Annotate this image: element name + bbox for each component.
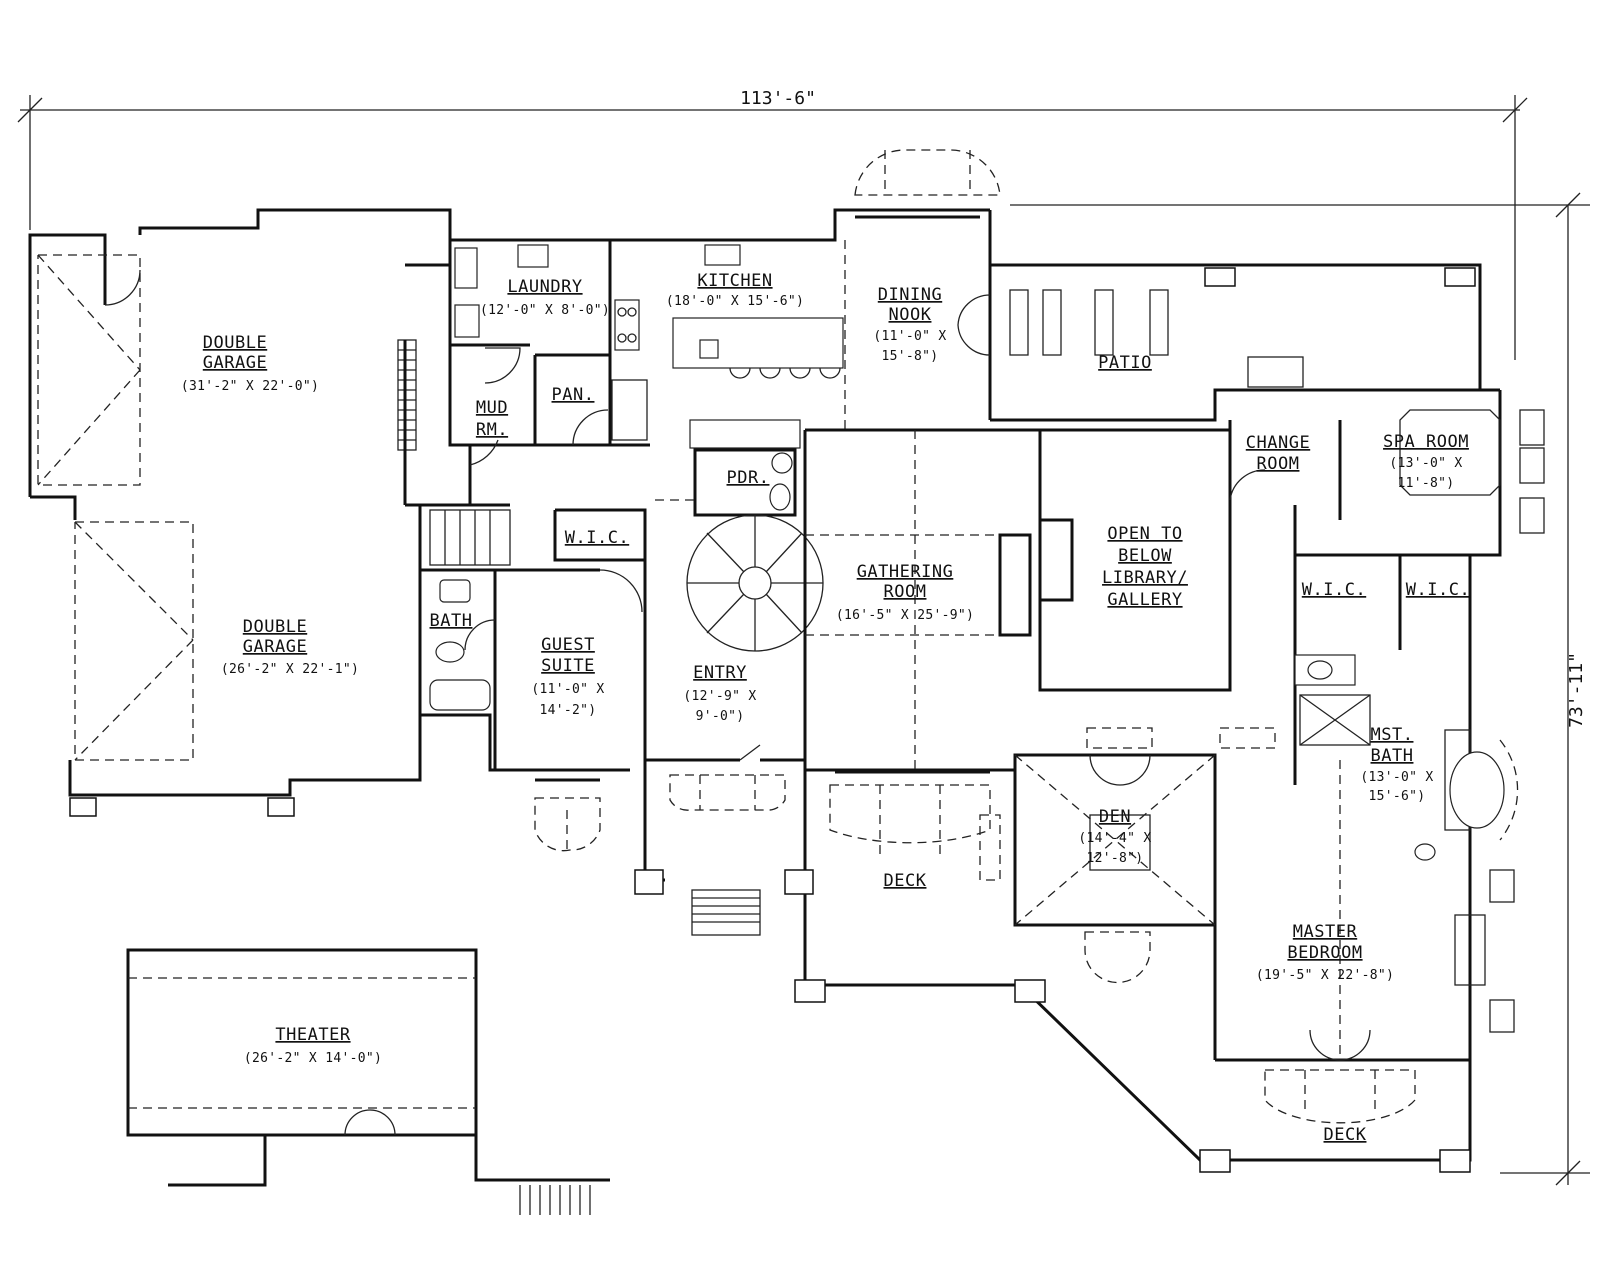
open-to-below-label-4: GALLERY: [1107, 590, 1182, 610]
open-to-below-label: OPEN TO: [1107, 524, 1182, 544]
guest-suite-walls: [495, 508, 647, 782]
entry-size-2: 9'-0"): [696, 709, 745, 724]
patio: [990, 263, 1500, 422]
garage-stairs: [397, 339, 510, 507]
pantry-label: PAN.: [552, 385, 595, 405]
bath-walls: [418, 505, 630, 772]
kitchen-label: KITCHEN: [697, 271, 772, 291]
dining-nook-walls: [854, 149, 1001, 420]
garage-2-label: DOUBLE: [243, 617, 307, 637]
garage-1-label: DOUBLE: [203, 333, 267, 353]
overall-depth-label: 73'-11": [1566, 652, 1587, 728]
entry-label: ENTRY: [693, 663, 747, 683]
den-size-2: 12'-8"): [1087, 851, 1144, 866]
gathering-room-label: GATHERING: [857, 562, 954, 582]
powder-room: [693, 448, 797, 517]
dining-nook-size: (11'-0" X: [873, 329, 946, 344]
theater-label: THEATER: [275, 1025, 350, 1045]
garage-walls: [28, 208, 452, 797]
front-deck: [634, 770, 1472, 1173]
powder-label: PDR.: [727, 468, 770, 488]
open-to-below-label-3: LIBRARY/: [1102, 568, 1188, 588]
wic-master-1-label: W.I.C.: [1302, 580, 1366, 600]
service-walls: [448, 238, 612, 505]
master-suite-walls: [1213, 555, 1519, 1062]
theater-size: (26'-2" X 14'-0"): [244, 1051, 382, 1066]
spa-room-size: (13'-0" X: [1389, 456, 1462, 471]
master-bedroom-label: MASTER: [1293, 922, 1358, 942]
kitchen-size: (18'-0" X 15'-6"): [666, 294, 804, 309]
garage-door-1: [37, 254, 141, 486]
guest-suite-label-2: SUITE: [541, 656, 595, 676]
laundry-size: (12'-0" X 8'-0"): [480, 303, 610, 318]
theater-walls: [126, 948, 610, 1215]
front-bay: [534, 774, 786, 852]
spa-room-label: SPA ROOM: [1383, 432, 1469, 452]
garage-1-size: (31'-2" X 22'-0"): [181, 379, 319, 394]
dining-nook-size-2: 15'-8"): [882, 349, 939, 364]
patio-label: PATIO: [1098, 353, 1152, 373]
overall-width-label: 113'-6": [740, 88, 816, 109]
guest-suite-size-2: 14'-2"): [540, 703, 597, 718]
mud-room-label: MUD: [476, 398, 508, 418]
spiral-stair: [686, 514, 824, 652]
deck-front-label: DECK: [884, 871, 927, 891]
master-bedroom-label-2: BEDROOM: [1287, 943, 1362, 963]
guest-suite-size: (11'-0" X: [531, 682, 604, 697]
deck-master-label: DECK: [1324, 1125, 1367, 1145]
entry-walls: [645, 430, 807, 770]
change-room-label-2: ROOM: [1257, 454, 1300, 474]
den-size: (14'-4" X: [1078, 831, 1151, 846]
open-to-below-label-2: BELOW: [1118, 546, 1172, 566]
master-bath-label-2: BATH: [1371, 746, 1414, 766]
spa-room-size-2: 11'-8"): [1398, 476, 1455, 491]
mud-room-label-2: RM.: [476, 420, 508, 440]
den-walls: [979, 727, 1276, 984]
change-room-label: CHANGE: [1246, 433, 1310, 453]
master-bath-label: MST.: [1371, 725, 1414, 745]
laundry-label: LAUNDRY: [507, 277, 582, 297]
garage-2-label-2: GARAGE: [243, 637, 307, 657]
den-label: DEN: [1099, 807, 1131, 827]
gathering-room-label-2: ROOM: [884, 582, 927, 602]
gathering-room-size: (16'-5" X 25'-9"): [836, 608, 974, 623]
master-bath-size-2: 15'-6"): [1369, 789, 1426, 804]
garage-piers: [69, 797, 295, 817]
bath-label: BATH: [430, 611, 473, 631]
master-bath-size: (13'-0" X: [1360, 770, 1433, 785]
entry-size: (12'-9" X: [683, 689, 756, 704]
garage-2-size: (26'-2" X 22'-1"): [221, 662, 359, 677]
dimension-lines: [17, 95, 1590, 1186]
guest-suite-label: GUEST: [541, 635, 595, 655]
gathering-room-walls: [805, 428, 1040, 855]
wic-master-2-label: W.I.C.: [1406, 580, 1470, 600]
open-to-below-walls: [1010, 428, 1232, 692]
garage-door-2: [74, 521, 194, 761]
dining-nook-label: DINING: [878, 285, 942, 305]
wic-guest-label: W.I.C.: [565, 528, 629, 548]
garage-1-label-2: GARAGE: [203, 353, 267, 373]
change-spa-walls: [1228, 390, 1545, 557]
dining-nook-label-2: NOOK: [889, 305, 932, 325]
master-bedroom-size: (19'-5" X 22'-8"): [1256, 968, 1394, 983]
back-stairs: [429, 509, 511, 566]
kitchen-walls: [610, 208, 990, 449]
